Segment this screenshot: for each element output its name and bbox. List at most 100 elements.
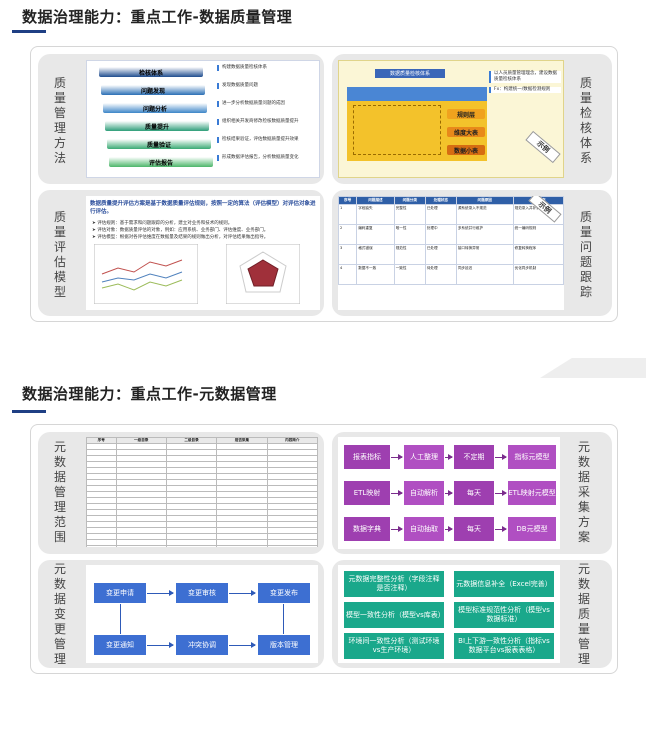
table-cell: 统一编码规则	[512, 224, 564, 245]
panel-meta-quality: 元数据完整性分析（字段注释是否注释） 元数据信息补全（Excel完善） 模型一致性分…	[332, 560, 612, 668]
example-ribbon: 示例	[525, 130, 561, 164]
flow-arrow	[147, 590, 174, 596]
section-title-metadata: 数据治理能力：重点工作-元数据管理	[22, 385, 277, 403]
change-step: 变更通知	[94, 635, 146, 655]
level-small: 数据小表	[447, 145, 485, 155]
collect-box: 自动抽取	[404, 517, 444, 541]
table-cell: 已处理	[424, 244, 457, 265]
table-cell: 完整性	[393, 204, 426, 225]
flow-arrow	[495, 490, 507, 496]
eval-line-chart	[94, 244, 198, 304]
inspect-note-1: 以人员质量管理理念，建设数据质量检核体系	[489, 71, 561, 83]
panel-issue-tracking: 序号问题描述问题分类处理状态问题原因解决方案 1字段缺失完整性已处理源系统录入不…	[332, 190, 612, 316]
flow-arrow	[229, 642, 256, 648]
change-step: 版本管理	[258, 635, 310, 655]
quality-item: 环境间一致性分析（测试环境vs生产环境）	[344, 633, 444, 659]
flow-arrow	[391, 490, 403, 496]
flow-arrow	[495, 526, 507, 532]
table-cell: 源系统录入不规范	[455, 204, 514, 225]
panel-inspect-system: 数据质量检核体系 规则层 维度大表 数据小表 以人员质量管理理念，建设数据质量检…	[332, 54, 612, 184]
flow-arrow	[495, 454, 507, 460]
collect-box: 每天	[454, 517, 494, 541]
table-cell: 待处理	[424, 264, 457, 285]
method-step-desc: 构建数据质量检核体系	[217, 65, 315, 71]
divider-slant	[540, 358, 646, 378]
collect-box: 不定期	[454, 445, 494, 469]
scope-card: 序号一级目录二级目录是否采集内容简介	[86, 437, 318, 547]
eval-headline: 数据质量提升评估方案是基于数据质量评估规则，按照一定的算法（评估模型）对评估对象…	[90, 201, 316, 215]
inspect-card: 数据质量检核体系 规则层 维度大表 数据小表 以人员质量管理理念，建设数据质量检…	[338, 60, 564, 178]
method-step-desc: 发现数据质量问题	[217, 83, 315, 89]
table-cell: 数据不一致	[356, 264, 395, 285]
flow-arrow-vertical	[120, 604, 121, 634]
collect-box: 每天	[454, 481, 494, 505]
collect-box: 自动解析	[404, 481, 444, 505]
issue-header: 问题描述	[356, 196, 395, 205]
quality-item: 元数据信息补全（Excel完善）	[454, 571, 554, 597]
change-step: 变更发布	[258, 583, 310, 603]
table-cell	[115, 545, 167, 547]
flow-arrow	[391, 454, 403, 460]
flow-arrow	[391, 526, 403, 532]
flow-arrow	[445, 454, 453, 460]
table-cell: 编码重复	[356, 224, 395, 245]
change-step: 变更申请	[94, 583, 146, 603]
quality-item: 元数据完整性分析（字段注释是否注释）	[344, 571, 444, 597]
table-cell: 规范性	[393, 244, 426, 265]
method-step: 问题发现	[101, 85, 205, 95]
inspect-header: 数据质量检核体系	[375, 69, 445, 78]
method-card: 检核体系构建数据质量检核体系问题发现发现数据质量问题问题分析进一步分析数据质量问…	[86, 60, 320, 178]
collect-box: 人工整理	[404, 445, 444, 469]
table-cell: 多系统并行维护	[455, 224, 514, 245]
method-step-desc: 形成数据评估报告，分析数据质量变化	[217, 155, 315, 161]
table-cell: 接口转换异常	[455, 244, 514, 265]
collect-box: 报表指标	[344, 445, 390, 469]
flow-arrow-down	[283, 604, 284, 634]
table-row	[86, 491, 318, 498]
level-rule: 规则层	[447, 109, 485, 119]
issue-card: 序号问题描述问题分类处理状态问题原因解决方案 1字段缺失完整性已处理源系统录入不…	[338, 196, 564, 310]
level-big: 维度大表	[447, 127, 485, 137]
change-card: 变更申请变更审核变更发布变更通知冲突协调版本管理	[86, 565, 318, 663]
quality-item: BI上下游一致性分析（指标vs数据平台vs报表表格）	[454, 633, 554, 659]
method-step-desc: 检核结果验证，评估数据质量提升效果	[217, 137, 315, 143]
table-cell: 字段缺失	[356, 204, 395, 225]
method-step-desc: 组织相关开发商修改检核数据质量提升	[217, 119, 315, 125]
table-cell: 格式错误	[356, 244, 395, 265]
eval-bullets: ➤ 评估规则：基于需求和问题跟踪的分析，建立对业务和技术的规则。 ➤ 评估对象：…	[92, 220, 314, 241]
flow-arrow	[445, 526, 453, 532]
issue-header: 问题分类	[393, 196, 426, 205]
method-step: 检核体系	[99, 67, 203, 77]
inspect-note-2: Fx：构建统一/数据检测规则	[489, 87, 561, 93]
panel-label: 元数据管理范围	[53, 440, 66, 544]
collect-box: ETL映射元模型	[508, 481, 556, 505]
meta-quality-card: 元数据完整性分析（字段注释是否注释） 元数据信息补全（Excel完善） 模型一致性分…	[338, 565, 560, 663]
quality-item: 模型标准规范性分析（模型vs数据标准）	[454, 602, 554, 628]
collect-box: DB元模型	[508, 517, 556, 541]
panel-label: 质量检核体系	[579, 76, 592, 165]
collect-box: 指标元模型	[508, 445, 556, 469]
table-cell: 1	[338, 204, 358, 225]
method-step: 质量提升	[105, 121, 209, 131]
eval-bullet: ➤ 评估模型：根据对各评估维度在数据量及结果的规则做出分析，对评估结果做出指导。	[92, 235, 269, 240]
flow-arrow	[147, 642, 174, 648]
panel-label: 元数据采集方案	[577, 440, 590, 544]
eval-bullet: ➤ 评估规则：基于需求和问题跟踪的分析，建立对业务和技术的规则。	[92, 221, 233, 226]
table-row	[86, 545, 318, 547]
title-underline	[12, 410, 46, 413]
issue-header: 处理状态	[424, 196, 457, 205]
scope-table: 序号一级目录二级目录是否采集内容简介	[86, 437, 318, 547]
table-cell: 优化同步机制	[512, 264, 564, 285]
table-cell: 唯一性	[393, 224, 426, 245]
issue-table: 序号问题描述问题分类处理状态问题原因解决方案 1字段缺失完整性已处理源系统录入不…	[338, 196, 564, 285]
quality-item: 模型一致性分析（模型vs库表）	[344, 602, 445, 628]
panel-scope: 元数据管理范围 序号一级目录二级目录是否采集内容简介	[38, 432, 324, 554]
flow-arrow	[229, 590, 256, 596]
table-cell	[266, 545, 318, 547]
method-step: 评估报告	[109, 157, 213, 167]
method-step: 问题分析	[103, 103, 207, 113]
